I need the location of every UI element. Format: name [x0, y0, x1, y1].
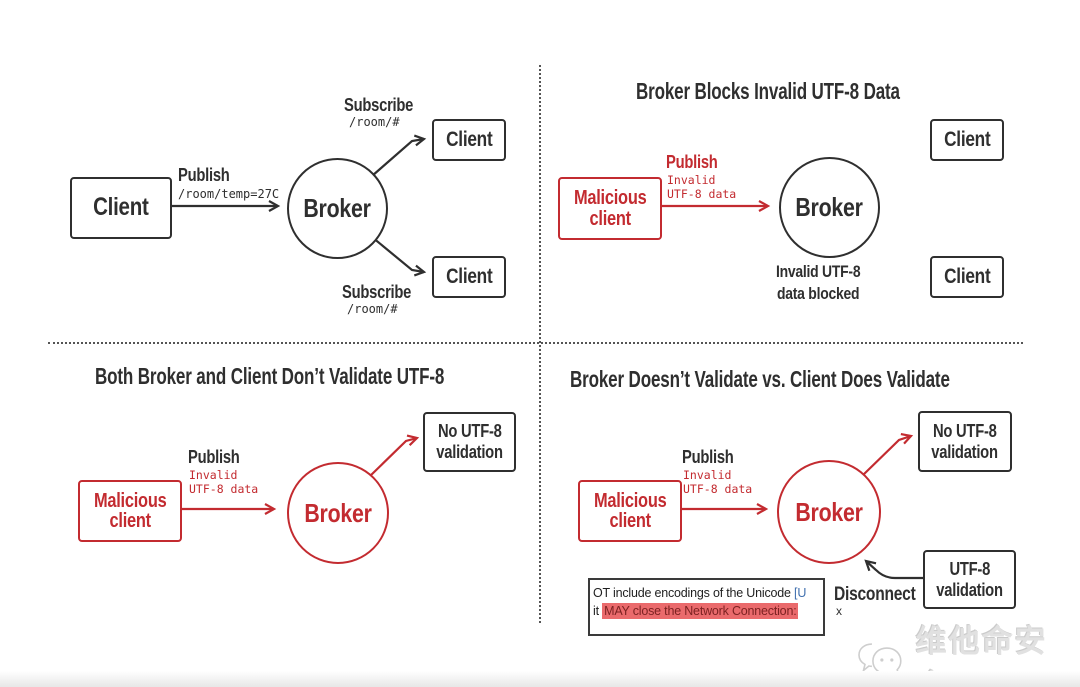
disconnect-arrow-q4 [864, 559, 923, 580]
forward-arrow-q4 [861, 433, 914, 477]
malicious-client-box-q3: Malicious client [78, 480, 182, 542]
malicious-client-box-q4: Malicious client [578, 480, 682, 542]
broker-node-q3: Broker [287, 462, 389, 564]
client-box-q2-bottom: Client [930, 256, 1004, 298]
title-q4: Broker Doesn’t Validate vs. Client Does … [570, 366, 950, 392]
subscribe-bottom-topic-q1: /room/# [347, 302, 398, 316]
broker-node-q2: Broker [779, 157, 880, 258]
publish-label-q2: Publish [666, 152, 718, 172]
subscribe-bottom-arrow-q1 [371, 236, 427, 277]
invalid-line2-q3: UTF-8 data [189, 482, 259, 496]
vertical-divider [539, 65, 541, 623]
spec-excerpt-box: OT include encodings of the Unicode [U i… [588, 578, 825, 636]
title-q3: Both Broker and Client Don’t Validate UT… [95, 363, 445, 389]
disconnect-label-q4: Disconnect [834, 584, 916, 605]
title-q2: Broker Blocks Invalid UTF-8 Data [636, 78, 900, 104]
malicious-client-box-q2: Malicious client [558, 177, 662, 240]
horizontal-divider [48, 342, 1023, 344]
forward-arrow-q3 [368, 434, 420, 478]
excerpt-line-1: OT include encodings of the Unicode [U [593, 586, 807, 600]
broker-node-q1: Broker [287, 158, 388, 259]
excerpt-highlight: MAY close the Network Connection: [602, 603, 799, 620]
client-box-q1-left: Client [70, 177, 172, 239]
invalid-line2-q2: UTF-8 data [667, 187, 737, 201]
disconnect-x-label: x [836, 604, 842, 618]
validation-box-q4: UTF-8 validation [923, 550, 1016, 609]
invalid-line1-q3: Invalid [189, 468, 238, 482]
client-box-q1-top: Client [432, 119, 506, 161]
excerpt-link-fragment: [U [794, 586, 807, 600]
no-validation-box-q4: No UTF-8 validation [918, 411, 1012, 472]
client-label: Client [445, 128, 493, 152]
broker-label: Broker [303, 193, 372, 224]
subscribe-top-label-q1: Subscribe [344, 95, 414, 115]
client-label: Client [93, 193, 149, 222]
publish-label-q1: Publish [178, 165, 230, 185]
broker-node-q4: Broker [777, 460, 881, 564]
bottom-fade [0, 671, 1080, 687]
invalid-line1-q2: Invalid [667, 173, 716, 187]
publish-topic-q1: /room/temp=27C [178, 187, 280, 201]
subscribe-top-arrow-q1 [371, 134, 427, 177]
client-box-q2-top: Client [930, 119, 1004, 161]
client-box-q1-bottom: Client [432, 256, 506, 298]
excerpt-line-2: it MAY close the Network Connection: [593, 603, 799, 620]
invalid-line1-q4: Invalid [683, 468, 732, 482]
subscribe-top-topic-q1: /room/# [349, 115, 400, 129]
subscribe-bottom-label-q1: Subscribe [342, 282, 412, 302]
blocked-caption-q2: Invalid UTF-8 data blocked [776, 262, 861, 304]
no-validation-box-q3: No UTF-8 validation [423, 412, 516, 472]
client-label: Client [445, 265, 493, 289]
publish-label-q4: Publish [682, 447, 734, 467]
invalid-line2-q4: UTF-8 data [683, 482, 753, 496]
publish-label-q3: Publish [188, 447, 240, 467]
